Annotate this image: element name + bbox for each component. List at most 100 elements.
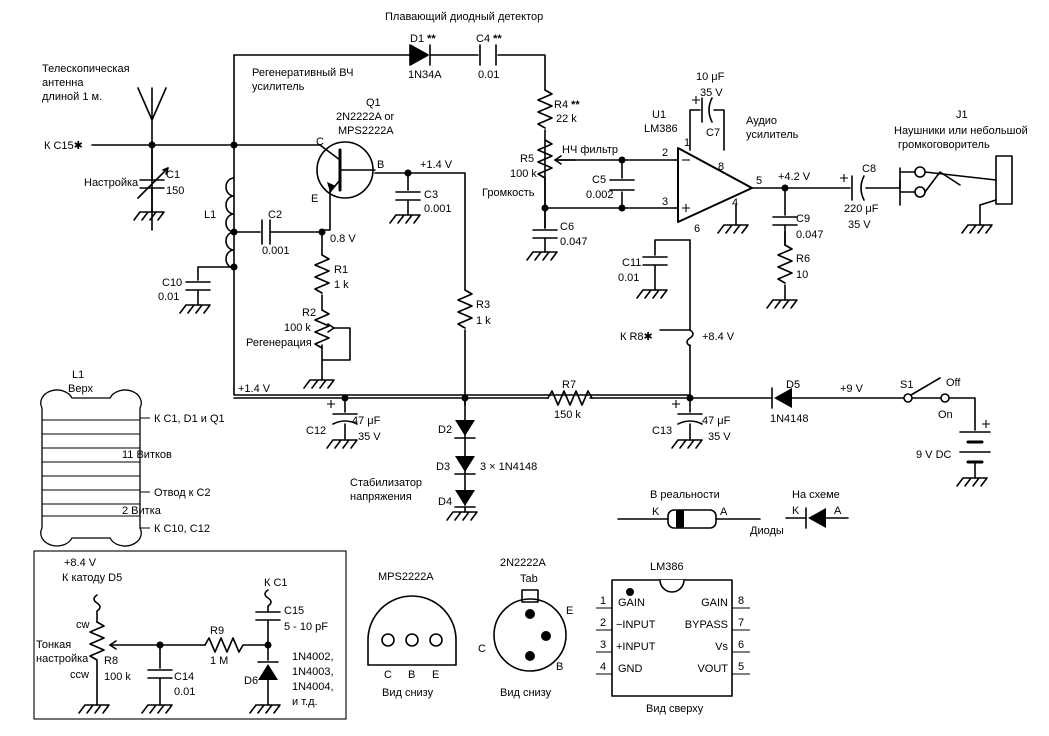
- c2-value: 0.001: [262, 245, 290, 257]
- n2-title: 2N2222A: [500, 557, 547, 569]
- c4-capacitor: [479, 44, 497, 66]
- q1-pin-b: B: [377, 159, 384, 171]
- battery-voltage: +9 V: [840, 383, 864, 395]
- q1-label: Q1: [366, 97, 381, 109]
- lm-pin-5-name: VOUT: [697, 663, 728, 675]
- c12-value: 47 μF: [352, 415, 381, 427]
- mps2222a-package: [367, 595, 457, 666]
- c13-value: 47 μF: [702, 415, 731, 427]
- c12-voltage: 35 V: [358, 431, 381, 443]
- r1-resistor: [314, 254, 330, 294]
- stab-label-2: напряжения: [350, 491, 412, 503]
- r5-value: 100 k: [510, 168, 537, 180]
- ft-r9-value: 1 M: [210, 655, 228, 667]
- r4-value: 22 k: [556, 113, 577, 125]
- lm-pin-6-name: Vs: [715, 641, 728, 653]
- j1-label: J1: [956, 109, 968, 121]
- c7-label: C7: [706, 127, 720, 139]
- package-labels: MPS2222A C B E Вид снизу 2N2222A Tab E C…: [378, 557, 744, 715]
- q1-value-2: MPS2222A: [338, 125, 394, 137]
- wires: [91, 54, 976, 506]
- diode-real-a: A: [720, 506, 728, 518]
- diode-schematic-k: K: [792, 505, 800, 517]
- to-r8-label: К R8✱: [620, 331, 653, 343]
- c10-value: 0.01: [158, 291, 179, 303]
- u1-pin-1: 1: [684, 137, 690, 149]
- u1-pin-2: 2: [662, 147, 668, 159]
- fine-tune-labels: +8.4 V К катоду D5 cw ccw Тонкая настрой…: [36, 557, 334, 708]
- ft-d6-value-1: 1N4002,: [292, 651, 334, 663]
- n2-pin-b: B: [556, 661, 563, 673]
- s1-switch: [903, 377, 950, 403]
- lm-pin-1-name: GAIN: [618, 597, 645, 609]
- r1-label: R1: [334, 264, 348, 276]
- c4-value: 0.01: [478, 69, 499, 81]
- c12-label: C12: [306, 425, 326, 437]
- diode-legend-labels: В реальности На схеме Диоды K A K A: [650, 489, 842, 537]
- ft-d6-value-4: и т.д.: [292, 696, 318, 708]
- d4-label: D4: [438, 496, 452, 508]
- detector-title: Плавающий диодный детектор: [385, 11, 543, 23]
- ft-to-d5: К катоду D5: [62, 572, 122, 584]
- c6-label: C6: [560, 221, 574, 233]
- lm-pin-1-num: 1: [600, 595, 606, 607]
- rail-voltage: +1.4 V: [238, 383, 271, 395]
- r3-label: R3: [476, 299, 490, 311]
- u1-pin4-ground: [717, 224, 749, 234]
- c11-capacitor: [636, 256, 668, 299]
- junctions: [148, 141, 789, 402]
- tuning-label: Настройка: [84, 177, 139, 189]
- r7-value: 150 k: [554, 409, 581, 421]
- c1-value: 150: [166, 185, 184, 197]
- diode-caption: Диоды: [750, 525, 784, 537]
- coil-turns-11: 11 Витков: [122, 449, 172, 461]
- j1-jack: [899, 155, 1013, 234]
- u1-value: LM386: [644, 123, 678, 135]
- mps-pin-e: E: [432, 669, 439, 681]
- mps-pin-b: B: [408, 669, 415, 681]
- r5-potentiometer: [537, 139, 576, 209]
- r4-label: R4 **: [554, 99, 580, 111]
- battery-symbol: [956, 420, 991, 487]
- n2-pin-e: E: [566, 605, 573, 617]
- c3-value: 0.001: [424, 203, 452, 215]
- lm-pin-4-name: GND: [618, 663, 643, 675]
- rf-amp-label-2: усилитель: [252, 81, 305, 93]
- n2-pin-c: C: [478, 643, 486, 655]
- diode-real-label: В реальности: [650, 489, 720, 501]
- d5-label: D5: [786, 379, 800, 391]
- j1-desc-1: Наушники или небольшой: [894, 125, 1028, 137]
- ft-c14-value: 0.01: [174, 686, 195, 698]
- d3-label: D3: [436, 461, 450, 473]
- antenna-label-1: Телескопическая: [42, 63, 130, 75]
- lm-pin-3-num: 3: [600, 639, 606, 651]
- rf-amp-label-1: Регенеративный ВЧ: [252, 67, 353, 79]
- ft-voltage: +8.4 V: [64, 557, 97, 569]
- r3-resistor: [457, 289, 473, 329]
- d1-diode: [409, 44, 431, 66]
- r3-value: 1 k: [476, 315, 491, 327]
- ft-cw: cw: [76, 619, 90, 631]
- mps-view: Вид снизу: [382, 687, 434, 699]
- u1-amplifier: [674, 147, 753, 223]
- switch-off-label: Off: [946, 377, 961, 389]
- d2-label: D2: [438, 424, 452, 436]
- d5-diode: [771, 387, 792, 409]
- r2-value: 100 k: [284, 322, 311, 334]
- diode-schematic-a: A: [834, 505, 842, 517]
- antenna-symbol: [137, 87, 167, 121]
- lm-view: Вид сверху: [646, 703, 704, 715]
- u1-pin-6: 6: [694, 223, 700, 235]
- diode-schematic-label: На схеме: [792, 489, 840, 501]
- ft-r8-value: 100 k: [104, 671, 131, 683]
- c12-capacitor: [326, 400, 358, 449]
- c10-label: C10: [162, 277, 182, 289]
- lm-pin-8-num: 8: [738, 595, 744, 607]
- coil-tap: Отвод к C2: [154, 487, 211, 499]
- u1-pin-3: 3: [662, 196, 668, 208]
- lm-pin-7-name: BYPASS: [685, 619, 728, 631]
- ft-label-1: Тонкая: [36, 639, 71, 651]
- mps-title: MPS2222A: [378, 571, 434, 583]
- c8-voltage: 35 V: [848, 219, 871, 231]
